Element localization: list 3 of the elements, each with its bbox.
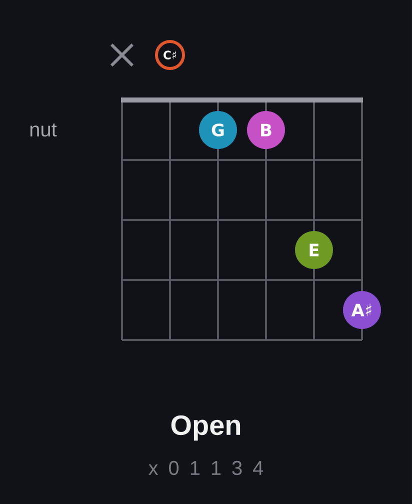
fingering-text: x 0 1 1 3 4 bbox=[148, 460, 264, 476]
nut-label: nut bbox=[30, 123, 57, 137]
chord-name: Open bbox=[171, 415, 240, 441]
